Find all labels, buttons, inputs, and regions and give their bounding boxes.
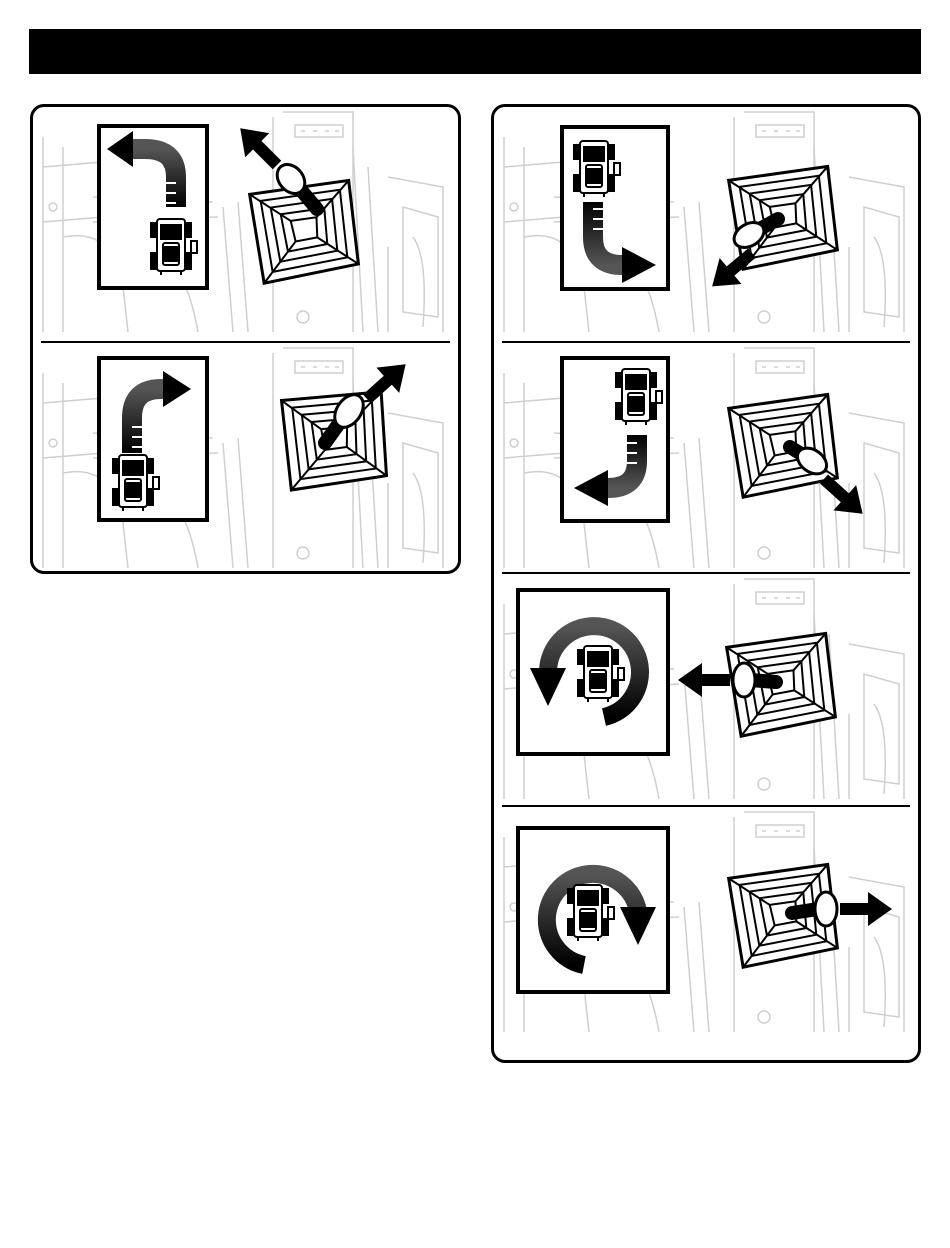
step-pivot-right	[494, 807, 918, 1057]
step-reverse-left	[494, 343, 918, 571]
step-pivot-left	[494, 574, 918, 804]
joystick-gate-icon	[282, 392, 389, 490]
mower-icon	[151, 219, 197, 275]
mower-icon	[113, 455, 159, 511]
arrow-right-icon	[840, 892, 892, 926]
header-bar	[29, 29, 921, 74]
step-reverse-right	[494, 107, 918, 340]
step-forward-right	[33, 343, 458, 573]
reverse-and-pivot-panel	[491, 104, 921, 1063]
mower-icon	[616, 369, 662, 425]
forward-steering-panel	[30, 104, 461, 574]
mower-icon	[574, 141, 620, 197]
mower-icon	[568, 885, 614, 941]
step-forward-left	[33, 107, 458, 340]
mower-icon	[578, 646, 624, 702]
